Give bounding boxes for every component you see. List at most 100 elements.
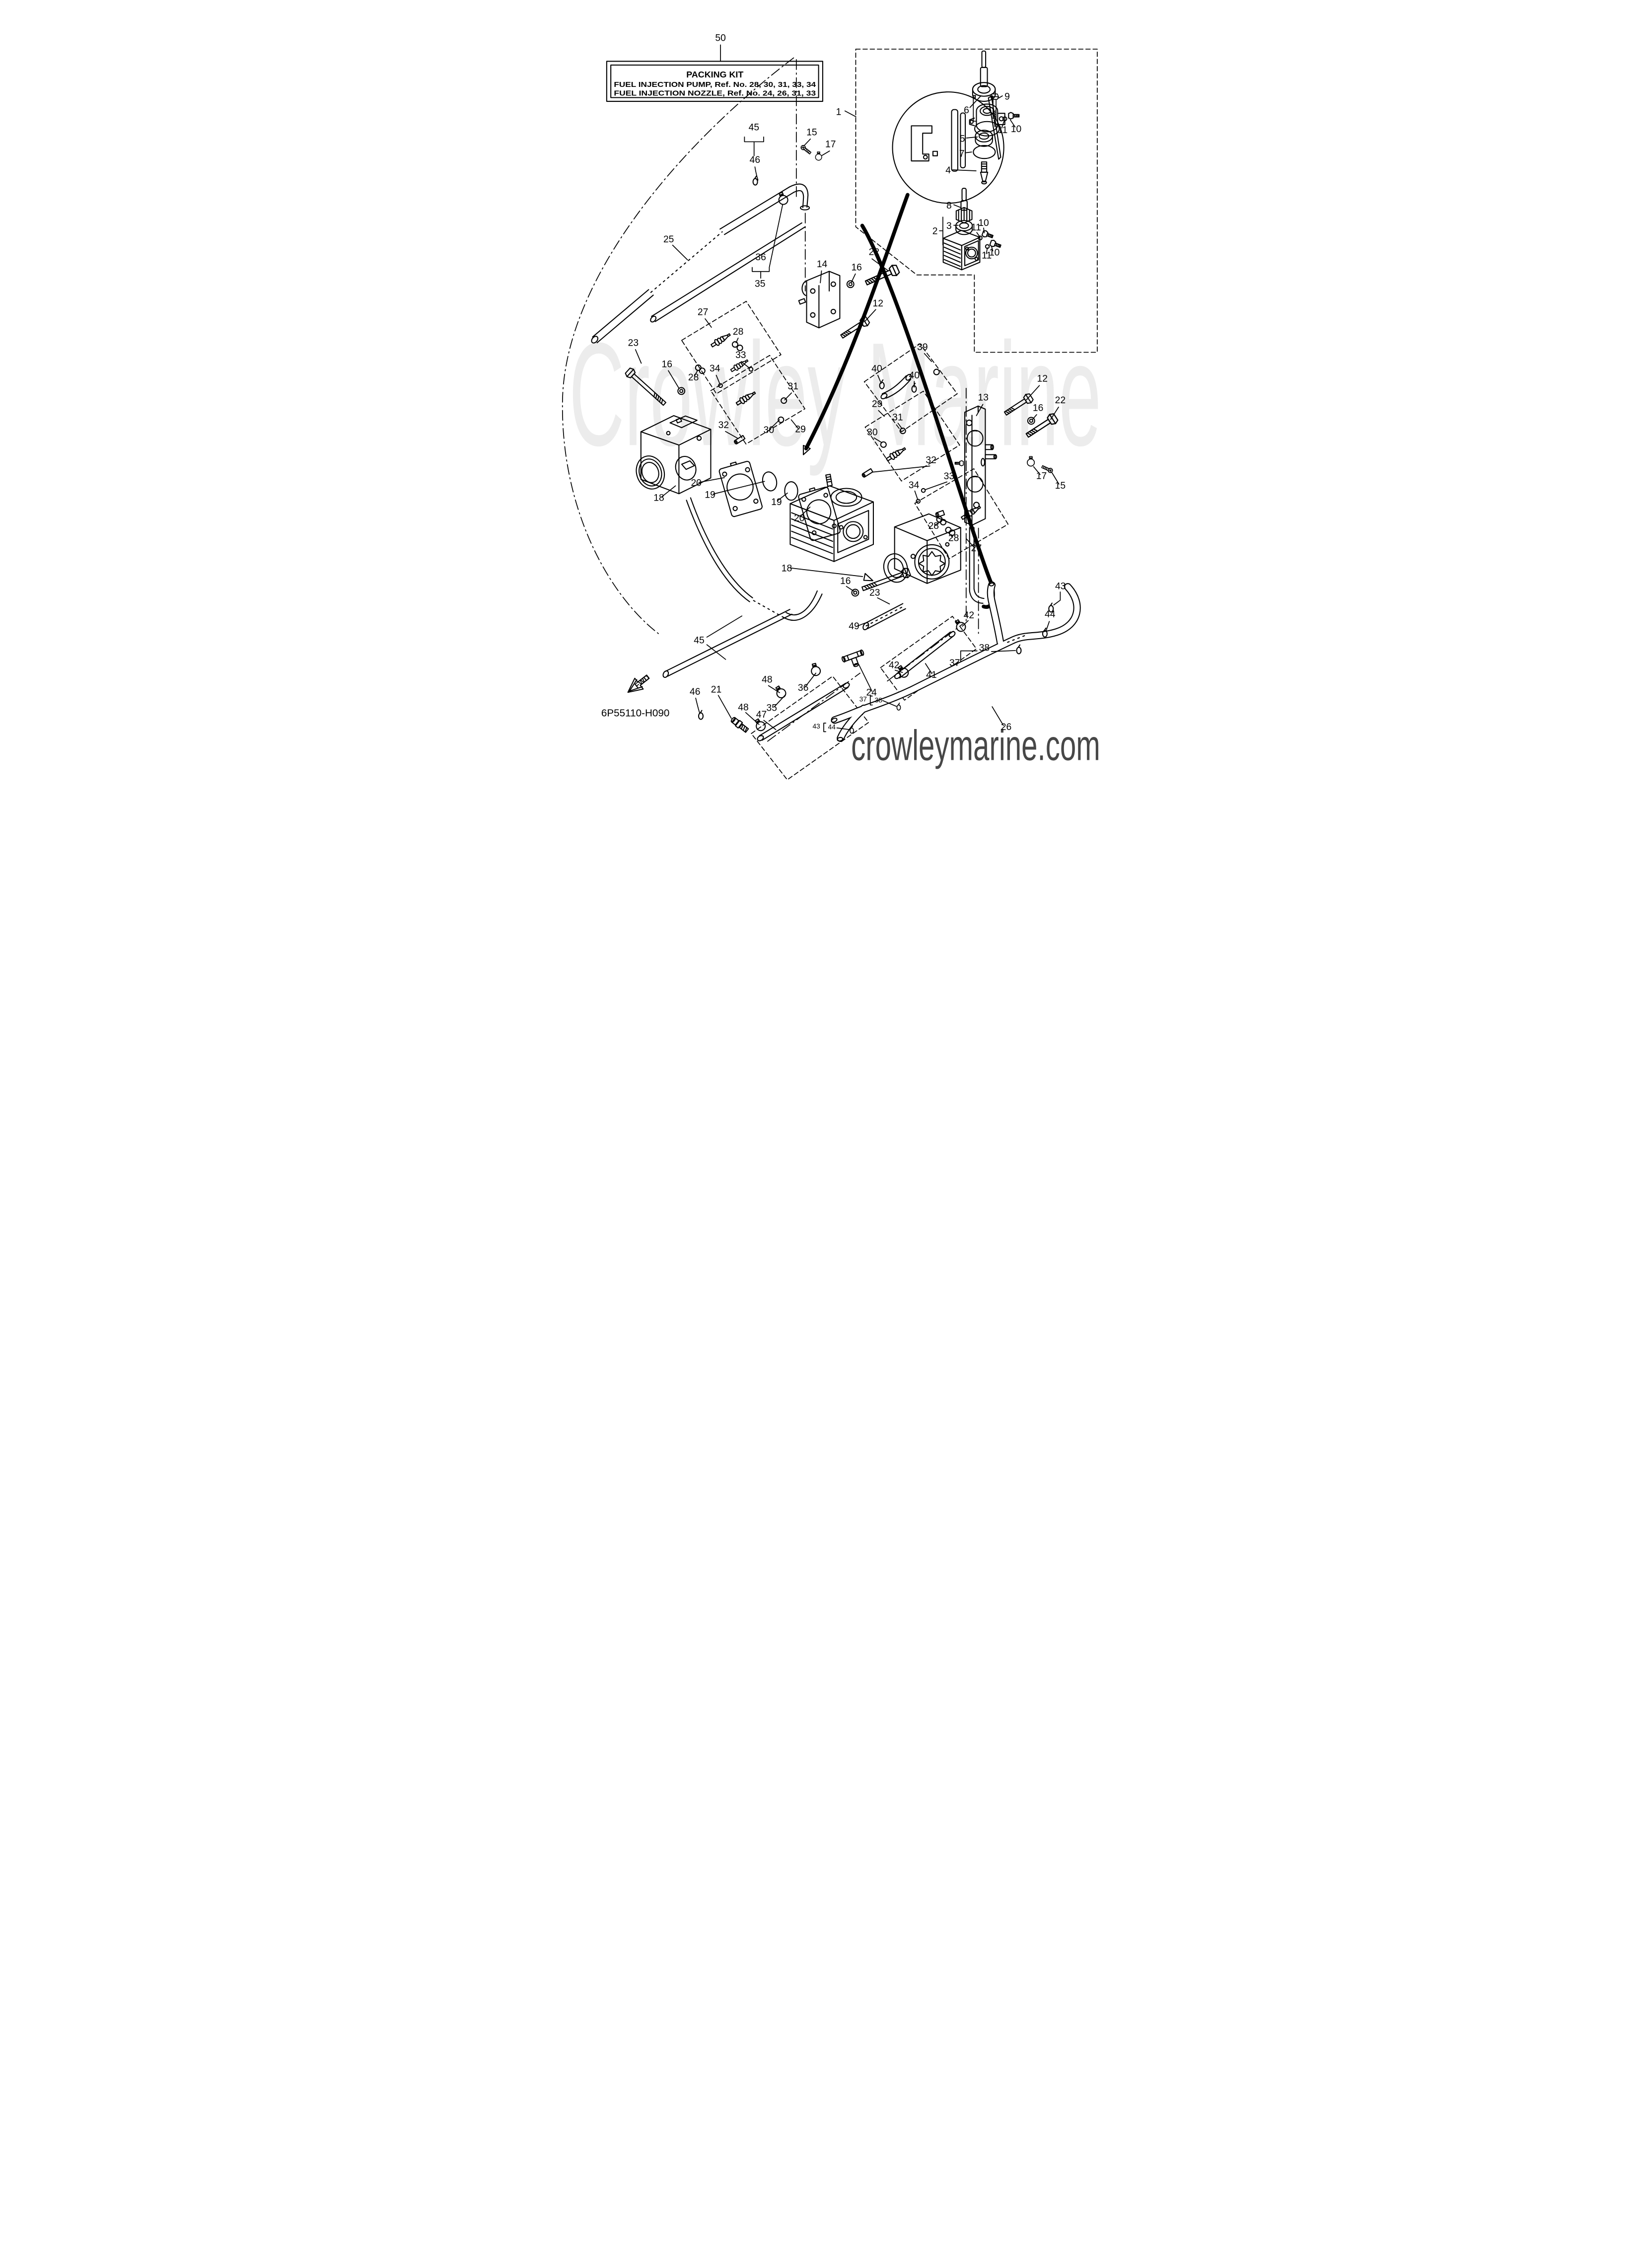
part-number-label: 34 bbox=[908, 480, 919, 491]
gasket-20b bbox=[797, 486, 841, 541]
part-number-label: 23 bbox=[628, 338, 638, 348]
inset-clamp-4 bbox=[969, 103, 1005, 137]
part-number-label: 49 bbox=[849, 621, 859, 632]
part-number-label: 40 bbox=[871, 364, 882, 374]
part-number-label: 16 bbox=[840, 576, 851, 586]
part-number-label: 24 bbox=[866, 687, 877, 698]
part-number-label: 25 bbox=[663, 234, 673, 245]
part-number-label: 16 bbox=[851, 263, 861, 273]
clip-17a bbox=[815, 151, 822, 161]
part-number-label: 15 bbox=[1055, 481, 1065, 491]
packing-kit-box: PACKING KIT FUEL INJECTION PUMP, Ref. No… bbox=[606, 44, 823, 102]
part-number-label: 30 bbox=[867, 427, 877, 438]
screw-10a bbox=[1007, 112, 1019, 120]
clip-38a bbox=[1015, 644, 1021, 655]
inset-seal-5 bbox=[974, 130, 993, 147]
part-number-label: 3 bbox=[946, 221, 951, 231]
part-number-label: 14 bbox=[816, 259, 827, 270]
leader-lines bbox=[635, 95, 1061, 732]
part-number-label: 35 bbox=[766, 703, 777, 713]
part-number-label: 33 bbox=[943, 471, 954, 482]
part-number-label: 46 bbox=[749, 155, 760, 165]
part-number-label: 10 bbox=[1010, 124, 1021, 135]
vent-hose-39 bbox=[863, 343, 958, 433]
magnifier-detail-circle bbox=[892, 91, 1004, 204]
part-number-label: 6 bbox=[964, 105, 969, 116]
magnifier-pointer bbox=[988, 95, 1001, 160]
part-number-label: 37 bbox=[859, 696, 866, 703]
lower-plumbing bbox=[662, 497, 985, 781]
site-watermark: crowleymarine.com bbox=[851, 722, 1100, 770]
fuel-hose-26 bbox=[830, 581, 1081, 742]
central-cylinder-block bbox=[789, 474, 874, 562]
part-number-label: 12 bbox=[1037, 374, 1047, 384]
part-number-label: 20 bbox=[691, 478, 701, 488]
part-number-label: 5 bbox=[959, 134, 965, 144]
pointer-arrow-18b bbox=[863, 573, 873, 582]
part-number-label: 11 bbox=[971, 222, 981, 233]
part-number-label: 4 bbox=[945, 165, 951, 176]
screw-15a bbox=[799, 144, 812, 155]
part-number-label: 31 bbox=[892, 412, 903, 423]
oring-19b bbox=[784, 481, 798, 501]
gasket-20a bbox=[718, 461, 763, 517]
part-number-label: 9 bbox=[1004, 92, 1010, 102]
fwd-arrow: FWD bbox=[627, 673, 651, 693]
inset-threaded-stub bbox=[980, 161, 988, 185]
part-number-label: 2 bbox=[932, 226, 937, 237]
clamp-48a bbox=[773, 684, 788, 700]
part-number-label: 34 bbox=[710, 364, 720, 374]
tee-fitting-24 bbox=[841, 649, 864, 667]
screw-10b bbox=[981, 229, 994, 240]
part-number-label: 26 bbox=[1000, 722, 1011, 732]
clamp-36b bbox=[809, 662, 822, 677]
part-number-label: 27 bbox=[697, 307, 708, 317]
part-number-label: 36 bbox=[797, 683, 808, 693]
part-number-label: 43 bbox=[812, 723, 820, 730]
part-number-label: 19 bbox=[705, 490, 715, 500]
inset-bearing-3 bbox=[955, 219, 973, 235]
part-number-label: 28 bbox=[688, 372, 698, 383]
part-number-label: 48 bbox=[738, 703, 748, 713]
part-number-label: 30 bbox=[763, 425, 774, 436]
part-number-label: 7 bbox=[959, 148, 964, 159]
packing-kit-title: PACKING KIT bbox=[686, 70, 743, 79]
part-number-label: 32 bbox=[926, 455, 936, 465]
part-number-label: 28 bbox=[928, 521, 938, 531]
part-number-label: 38 bbox=[979, 643, 989, 654]
part-number-label: 15 bbox=[806, 127, 817, 138]
part-number-label: 36 bbox=[755, 252, 766, 263]
part-number-label: 37 bbox=[949, 658, 959, 668]
part-number-label: 28 bbox=[732, 327, 743, 337]
part-number-label: 1 bbox=[836, 107, 841, 118]
part-number-label: 18 bbox=[781, 564, 791, 574]
part-number-label: 8 bbox=[946, 201, 951, 211]
part-number-label: 23 bbox=[869, 588, 879, 598]
part-number-label: 50 bbox=[715, 33, 725, 44]
part-number-label: 19 bbox=[771, 497, 782, 508]
part-number-label: 12 bbox=[872, 298, 883, 309]
left-nozzle-clusters bbox=[681, 300, 805, 445]
drawing-code: 6P55110-H090 bbox=[601, 708, 669, 719]
barb-fitting-21 bbox=[730, 717, 749, 733]
part-number-label: 33 bbox=[735, 350, 746, 361]
part-number-label: 46 bbox=[690, 687, 700, 697]
clip-38b bbox=[896, 702, 901, 711]
part-number-label: 29 bbox=[795, 424, 805, 435]
part-number-label: 17 bbox=[1036, 471, 1046, 482]
part-number-label: 45 bbox=[694, 635, 704, 646]
part-number-label: 27 bbox=[971, 543, 981, 554]
packing-kit-line1: FUEL INJECTION PUMP, Ref. No. 28, 30, 31… bbox=[614, 80, 816, 89]
hose-25-assembly bbox=[590, 144, 822, 344]
part-number-label: 47 bbox=[756, 710, 766, 720]
right-pump-18b bbox=[883, 510, 961, 584]
bracket-14 bbox=[798, 271, 840, 329]
part-number-label: 16 bbox=[1032, 403, 1043, 413]
right-nozzle-clusters bbox=[860, 368, 1008, 560]
part-number-label: 17 bbox=[825, 139, 836, 149]
part-number-label: 29 bbox=[871, 399, 882, 410]
oring-19a bbox=[762, 471, 777, 492]
part-number-label: 39 bbox=[917, 342, 928, 353]
part-number-label: 10 bbox=[978, 218, 989, 228]
part-number-label: 32 bbox=[718, 420, 728, 431]
